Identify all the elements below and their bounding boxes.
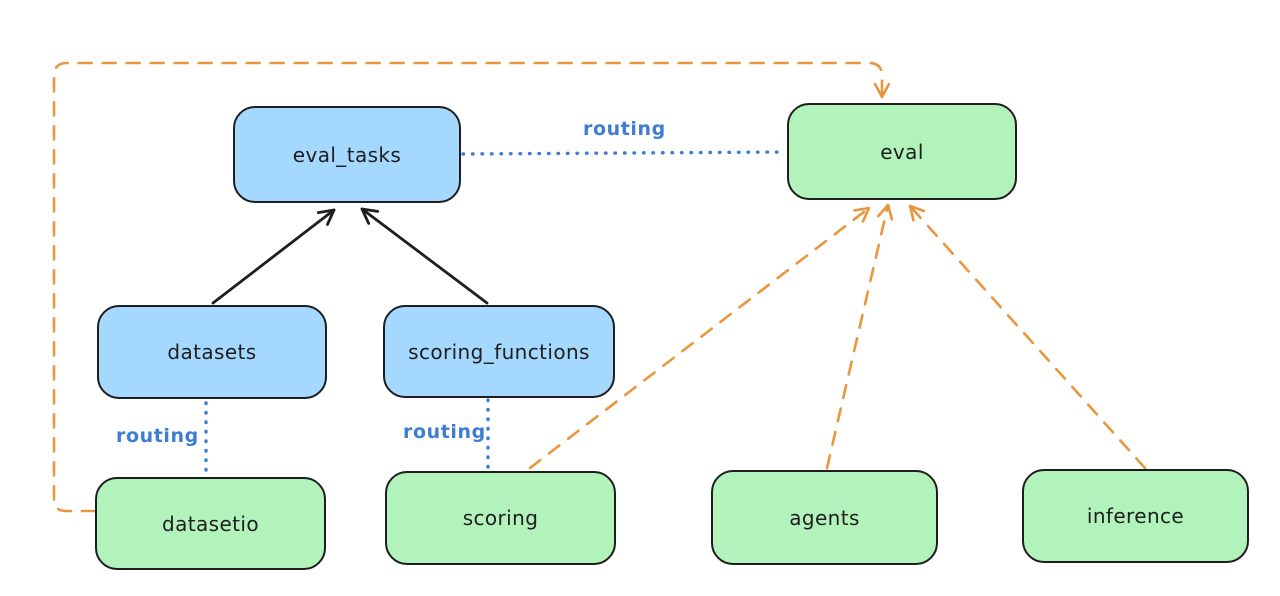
node-label-datasets: datasets <box>167 340 257 364</box>
node-scoring: scoring <box>385 471 616 565</box>
edge-datasetio-to-eval <box>52 61 891 513</box>
edge-agents-to-eval <box>825 203 894 470</box>
node-datasetio: datasetio <box>95 477 326 570</box>
edge-eval-tasks-to-eval-routing <box>461 150 787 156</box>
node-label-agents: agents <box>789 505 860 530</box>
node-datasets: datasets <box>97 305 327 399</box>
node-eval: eval <box>787 103 1017 200</box>
edge-inference-to-eval <box>908 204 1147 470</box>
edge-label-routing-top: routing <box>583 118 666 140</box>
node-label-scoring-functions: scoring_functions <box>408 339 590 364</box>
edge-datasets-to-eval-tasks <box>211 208 336 305</box>
edge-label-routing-scoring: routing <box>403 421 486 443</box>
node-scoring-functions: scoring_functions <box>383 305 615 398</box>
node-label-inference: inference <box>1086 504 1185 528</box>
edge-label-routing-datasets: routing <box>116 425 199 447</box>
node-agents: agents <box>711 470 938 565</box>
node-inference: inference <box>1022 469 1249 563</box>
node-label-scoring: scoring <box>462 506 539 530</box>
node-eval-tasks: eval_tasks <box>233 106 461 203</box>
node-label-eval: eval <box>880 139 924 164</box>
node-label-datasetio: datasetio <box>161 511 259 536</box>
edge-scoring-to-eval <box>528 206 871 470</box>
node-label-eval-tasks: eval_tasks <box>292 142 402 167</box>
edge-scoring-functions-to-eval-tasks <box>360 207 489 305</box>
